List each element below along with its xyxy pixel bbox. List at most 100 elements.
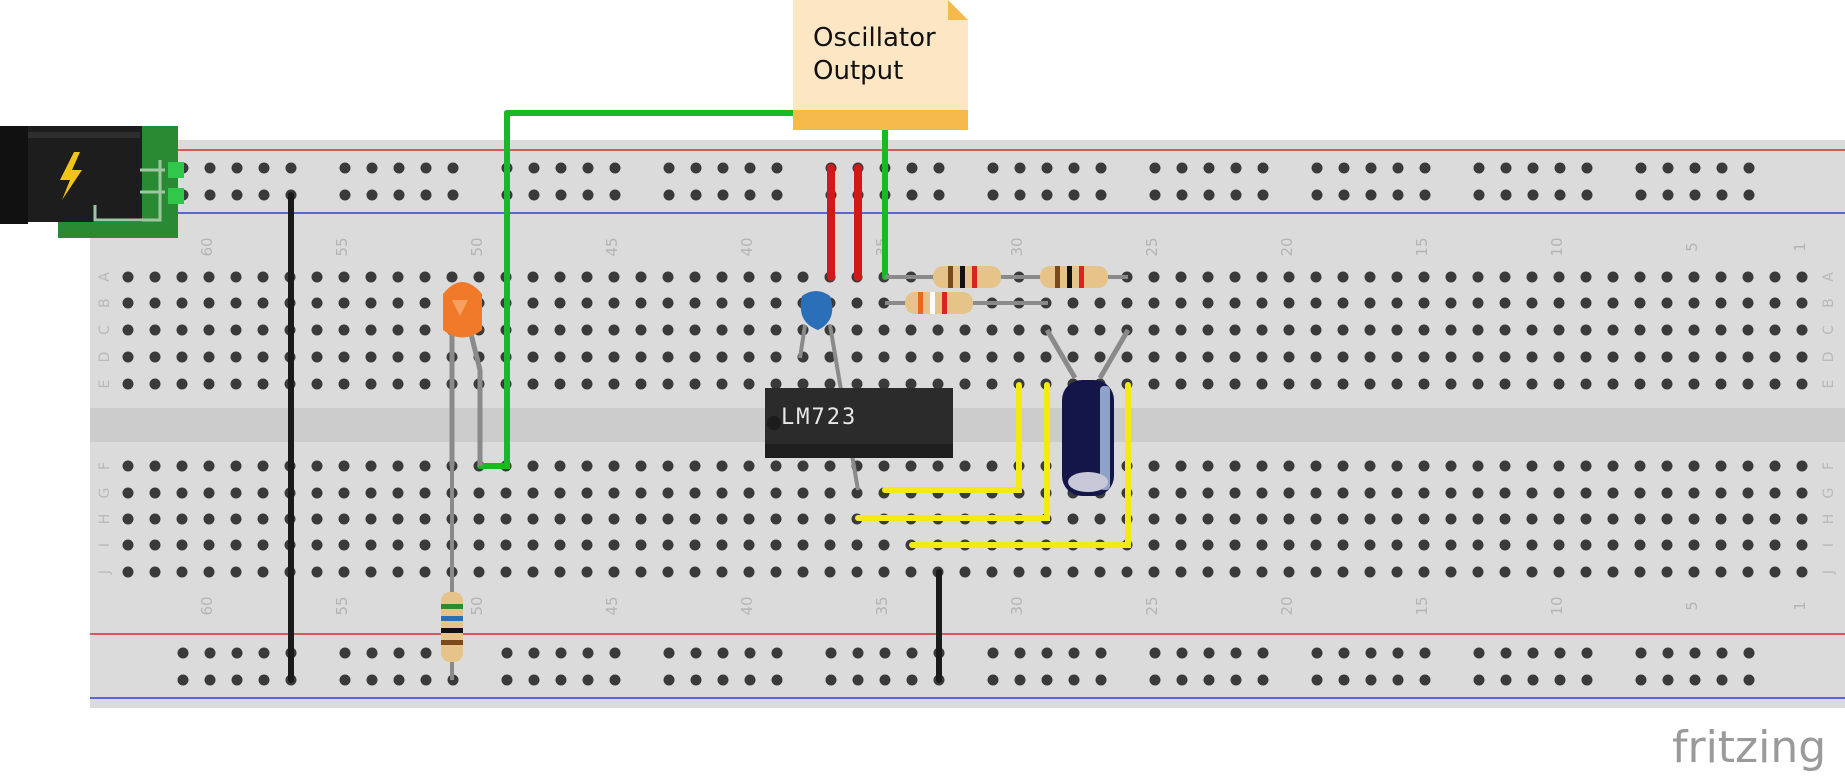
breadboard-hole bbox=[608, 378, 620, 390]
breadboard-hole bbox=[176, 378, 188, 390]
breadboard-hole bbox=[1256, 351, 1268, 363]
rail-hole bbox=[1473, 647, 1485, 659]
breadboard-hole bbox=[1580, 351, 1592, 363]
breadboard-hole bbox=[230, 351, 242, 363]
oscillator-output-note[interactable]: Oscillator Output bbox=[793, 0, 968, 130]
red-wires bbox=[827, 164, 862, 281]
rail-hole bbox=[1662, 189, 1674, 201]
breadboard-hole bbox=[1067, 351, 1079, 363]
breadboard-hole bbox=[1337, 539, 1349, 551]
breadboard-hole bbox=[662, 513, 674, 525]
breadboard-holes bbox=[122, 162, 1808, 686]
electrolytic-capacitor bbox=[1044, 328, 1131, 496]
rail-hole bbox=[420, 162, 432, 174]
rail-hole bbox=[393, 189, 405, 201]
breadboard-hole bbox=[1796, 351, 1808, 363]
breadboard-hole bbox=[1580, 378, 1592, 390]
rail-hole bbox=[339, 189, 351, 201]
column-number-bottom: 5 bbox=[1683, 601, 1701, 611]
rail-hole bbox=[1149, 647, 1161, 659]
rail-hole bbox=[744, 647, 756, 659]
breadboard-hole bbox=[122, 539, 134, 551]
breadboard-hole bbox=[986, 566, 998, 578]
breadboard-hole bbox=[824, 487, 836, 499]
breadboard-hole bbox=[365, 324, 377, 336]
resistor-r1 bbox=[933, 266, 1001, 288]
breadboard-hole bbox=[905, 460, 917, 472]
breadboard-hole bbox=[1283, 378, 1295, 390]
breadboard-hole bbox=[581, 324, 593, 336]
breadboard-hole bbox=[1553, 297, 1565, 309]
breadboard-hole bbox=[527, 271, 539, 283]
rail-hole bbox=[1230, 647, 1242, 659]
breadboard-hole bbox=[1526, 513, 1538, 525]
rail-hole bbox=[1689, 189, 1701, 201]
breadboard-hole bbox=[1445, 566, 1457, 578]
breadboard-hole bbox=[230, 271, 242, 283]
breadboard-hole bbox=[743, 566, 755, 578]
rail-hole bbox=[825, 674, 837, 686]
breadboard-hole bbox=[257, 297, 269, 309]
rail-hole bbox=[1041, 674, 1053, 686]
row-letter: I bbox=[1821, 543, 1837, 547]
breadboard-hole bbox=[392, 351, 404, 363]
breadboard-hole bbox=[1553, 566, 1565, 578]
breadboard-hole bbox=[662, 324, 674, 336]
breadboard-hole bbox=[1418, 539, 1430, 551]
breadboard-hole bbox=[230, 513, 242, 525]
breadboard-hole bbox=[311, 487, 323, 499]
column-number-bottom: 50 bbox=[468, 596, 486, 615]
power-jack-pin-1 bbox=[168, 162, 184, 178]
rail-hole bbox=[258, 647, 270, 659]
column-number-top: 50 bbox=[468, 237, 486, 256]
breadboard-hole bbox=[257, 539, 269, 551]
breadboard-hole bbox=[527, 297, 539, 309]
breadboard-hole bbox=[1175, 324, 1187, 336]
breadboard-hole bbox=[554, 351, 566, 363]
breadboard-hole bbox=[1769, 487, 1781, 499]
breadboard-hole bbox=[554, 539, 566, 551]
rail-hole bbox=[1581, 162, 1593, 174]
breadboard-hole bbox=[1229, 297, 1241, 309]
rail-hole bbox=[690, 647, 702, 659]
breadboard-hole bbox=[581, 271, 593, 283]
breadboard-hole bbox=[1364, 351, 1376, 363]
breadboard-hole bbox=[1148, 566, 1160, 578]
breadboard-hole bbox=[1256, 539, 1268, 551]
breadboard-hole bbox=[1067, 566, 1079, 578]
breadboard-hole bbox=[689, 460, 701, 472]
rail-hole bbox=[231, 162, 243, 174]
breadboard-hole bbox=[878, 566, 890, 578]
breadboard-hole bbox=[338, 566, 350, 578]
breadboard-hole bbox=[608, 460, 620, 472]
breadboard-hole bbox=[1391, 460, 1403, 472]
breadboard-hole bbox=[176, 351, 188, 363]
breadboard-hole bbox=[770, 487, 782, 499]
breadboard-hole bbox=[635, 378, 647, 390]
breadboard-hole bbox=[770, 324, 782, 336]
column-number-bottom: 15 bbox=[1413, 596, 1431, 615]
rail-hole bbox=[1041, 162, 1053, 174]
breadboard-hole bbox=[1202, 378, 1214, 390]
column-number-bottom: 40 bbox=[738, 596, 756, 615]
breadboard-hole bbox=[716, 513, 728, 525]
breadboard-hole bbox=[797, 539, 809, 551]
rail-hole bbox=[1527, 189, 1539, 201]
breadboard-hole bbox=[878, 351, 890, 363]
rail-hole bbox=[1338, 162, 1350, 174]
breadboard-hole bbox=[1769, 297, 1781, 309]
breadboard-hole bbox=[176, 487, 188, 499]
breadboard-hole bbox=[419, 324, 431, 336]
row-letter: H bbox=[1821, 514, 1837, 525]
breadboard-hole bbox=[662, 378, 674, 390]
breadboard-hole bbox=[1337, 460, 1349, 472]
breadboard-hole bbox=[1472, 460, 1484, 472]
breadboard: 1155101015152020252530303535404045455050… bbox=[90, 140, 1845, 708]
row-letter: G bbox=[1821, 488, 1837, 499]
breadboard-hole bbox=[797, 487, 809, 499]
breadboard-hole bbox=[1256, 378, 1268, 390]
breadboard-hole bbox=[311, 513, 323, 525]
breadboard-hole bbox=[1391, 378, 1403, 390]
rail-hole bbox=[1662, 162, 1674, 174]
breadboard-hole bbox=[257, 324, 269, 336]
